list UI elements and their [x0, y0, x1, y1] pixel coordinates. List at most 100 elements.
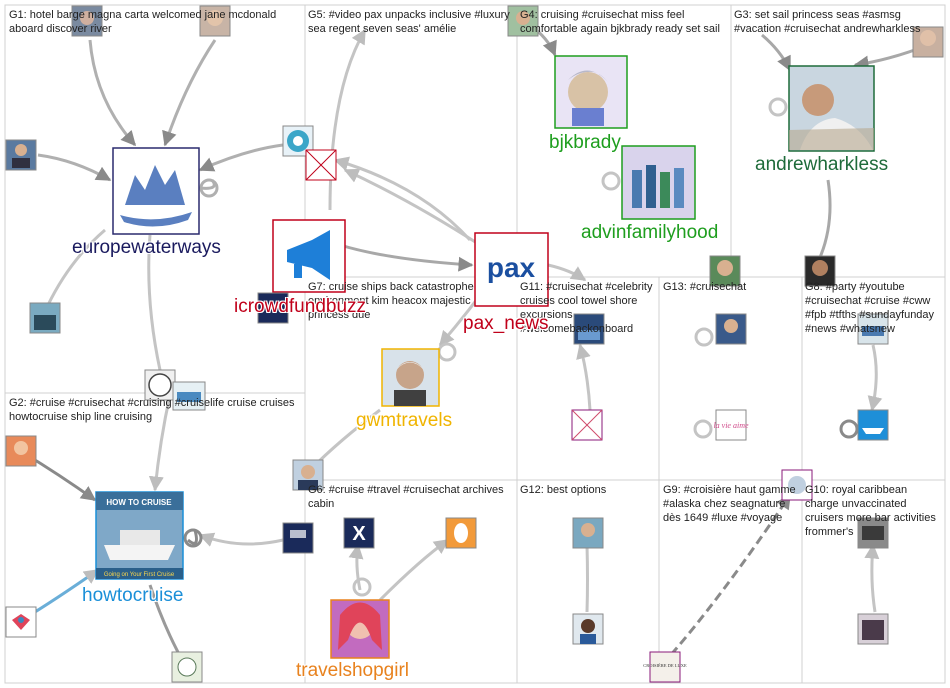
edge-selfloop [187, 529, 198, 545]
group-label-g3: G3: set sail princess seas #asmsg #vacat… [734, 9, 921, 35]
small-node[interactable] [305, 149, 337, 181]
croisiere-logo-text: CROISIÈRE DE LUXE [643, 663, 687, 668]
edge [761, 33, 792, 72]
small-node[interactable] [571, 409, 603, 441]
edge [328, 28, 367, 211]
self-loop [199, 178, 219, 198]
small-node[interactable] [5, 606, 37, 638]
edge [46, 228, 106, 306]
small-node[interactable]: la vie aime [713, 409, 749, 441]
ship-icon [862, 428, 884, 434]
edge [198, 532, 284, 547]
edges [21, 23, 929, 666]
edge [867, 344, 883, 412]
edge [37, 153, 112, 182]
small-node[interactable] [172, 381, 206, 411]
node-label-advinfamilyhood[interactable]: advinfamilyhood [581, 222, 719, 243]
icrowdfundbuzz-node[interactable] [272, 219, 346, 293]
edge [339, 243, 474, 272]
small-node[interactable] [257, 292, 289, 324]
croisiere-node[interactable]: CROISIÈRE DE LUXE [643, 651, 687, 683]
small-node[interactable] [857, 517, 889, 549]
self-loop [694, 327, 714, 347]
howtocruise-banner-text: HOW TO CRUISE [106, 498, 172, 507]
edge [547, 263, 587, 282]
grid-outer-border [4, 4, 946, 684]
globe-icon [148, 373, 172, 397]
small-node[interactable] [912, 26, 944, 58]
small-node[interactable] [507, 5, 539, 37]
small-node[interactable] [804, 255, 836, 287]
small-node[interactable] [781, 469, 813, 501]
group-label-g10: G10: royal caribbean charge unvaccinated… [805, 484, 936, 538]
small-node[interactable] [709, 255, 741, 287]
ship-icon [104, 545, 175, 560]
lavie-logo-text: la vie aime [713, 421, 749, 430]
small-node[interactable] [171, 651, 203, 683]
small-node[interactable] [71, 5, 103, 37]
node-label-bjkbrady[interactable]: bjkbrady [549, 132, 621, 153]
europewaterways-node[interactable] [112, 147, 200, 235]
node-label-travelshopgirl[interactable]: travelshopgirl [296, 660, 409, 681]
group-label-g2: G2: #cruise #cruisechat #cruising #cruis… [9, 397, 295, 423]
self-loop [768, 97, 788, 117]
gwmtravels-node[interactable] [381, 348, 440, 407]
node-label-gwmtravels[interactable]: gwmtravels [356, 410, 453, 431]
group-label-g7: G7: cruise ships back catastrophe enviro… [308, 281, 474, 321]
small-node[interactable] [282, 522, 314, 554]
andrewharkless-node[interactable] [788, 65, 875, 152]
small-node[interactable] [715, 313, 747, 345]
small-node[interactable] [199, 5, 231, 37]
group-label-g9: G9: #croisière haut gamme #alaska chez s… [663, 484, 796, 524]
self-loop [601, 171, 621, 191]
travelshopgirl-node[interactable] [330, 599, 390, 659]
small-node[interactable] [857, 409, 889, 441]
x-logo-text: X [352, 523, 366, 545]
small-node[interactable] [572, 613, 604, 645]
pax-news-node[interactable]: pax [474, 232, 549, 307]
edge [348, 543, 364, 591]
edge [816, 179, 832, 263]
small-node[interactable] [857, 313, 889, 345]
self-loop [693, 419, 713, 439]
edge [333, 156, 472, 242]
nodes: pax [5, 5, 944, 683]
small-node[interactable] [572, 517, 604, 549]
group-label-g12: G12: best options [520, 484, 607, 496]
edge [147, 234, 162, 371]
self-loop [183, 528, 203, 548]
group-grid [4, 4, 946, 684]
group-label-g5: G5: #video pax unpacks inclusive #luxury… [308, 9, 510, 35]
edge [162, 39, 217, 147]
node-label-icrowdfundbuzz[interactable]: icrowdfundbuzz [234, 296, 367, 317]
edge [864, 543, 880, 613]
small-node[interactable] [5, 435, 37, 467]
edge [88, 39, 137, 147]
small-node[interactable] [573, 313, 605, 345]
self-loop [437, 342, 457, 362]
node-label-howtocruise[interactable]: howtocruise [82, 585, 184, 606]
edge [576, 343, 592, 411]
small-node[interactable] [5, 139, 37, 171]
howtocruise-node[interactable]: HOW TO CRUISE Going on Your First Cruise [95, 491, 184, 580]
node-label-europewaterways[interactable]: europewaterways [72, 237, 221, 258]
node-label-andrewharkless[interactable]: andrewharkless [755, 154, 889, 175]
small-node[interactable] [29, 302, 61, 334]
small-node[interactable] [144, 369, 176, 401]
edge [378, 538, 450, 602]
node-label-pax-news[interactable]: pax_news [463, 313, 549, 334]
pax-logo-text: pax [487, 252, 536, 283]
edge [660, 493, 792, 666]
small-node[interactable] [445, 517, 477, 549]
self-loop [352, 577, 372, 597]
edge [198, 143, 284, 172]
small-node[interactable] [282, 125, 314, 157]
group-label-g8: G8: #party #youtube #cruisechat #cruise … [805, 281, 935, 335]
small-node[interactable]: X [343, 517, 375, 549]
bjkbrady-node[interactable] [554, 55, 628, 129]
advinfamilyhood-node[interactable] [621, 145, 696, 220]
small-node[interactable] [292, 459, 324, 491]
small-node[interactable] [857, 613, 889, 645]
